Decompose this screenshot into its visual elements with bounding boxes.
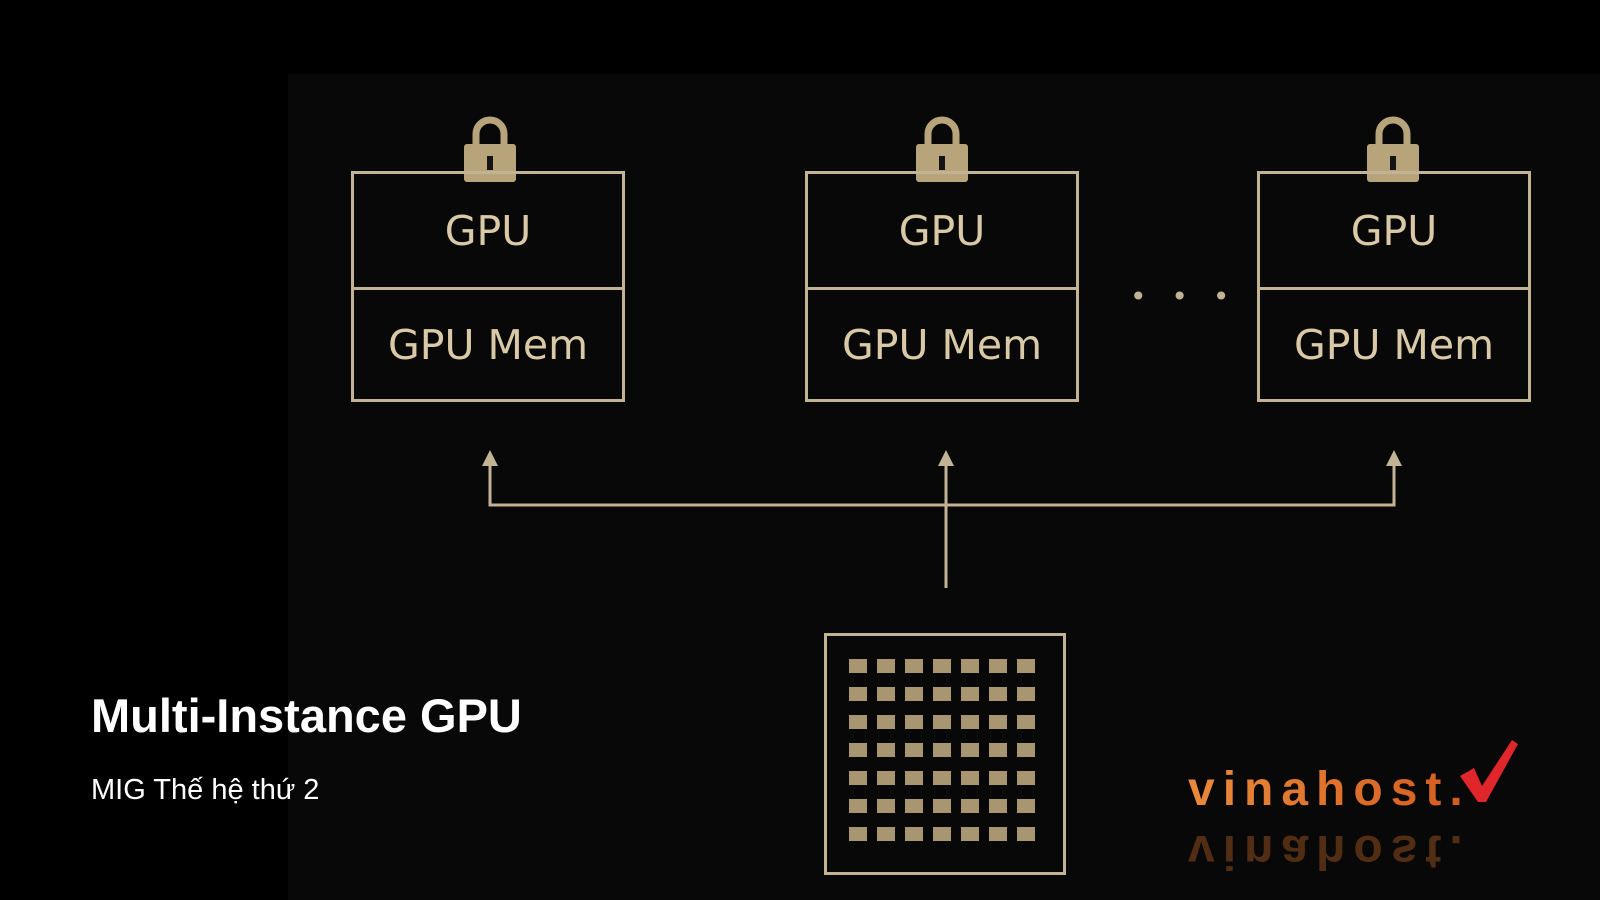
chip-core-cell — [849, 687, 867, 701]
arrow-head-3 — [1386, 450, 1402, 466]
chip-core-cell — [905, 771, 923, 785]
caption-title: Multi-Instance GPU — [91, 689, 522, 742]
chip-core-cell — [961, 687, 979, 701]
chip-core-cell — [933, 743, 951, 757]
gpu-mem-label: GPU Mem — [1293, 320, 1495, 369]
chip-core-cell — [961, 771, 979, 785]
arrow-head-1 — [482, 450, 498, 466]
gpu-mem-label: GPU Mem — [387, 320, 589, 369]
chip-core-cell — [1017, 687, 1035, 701]
diagram-panel — [288, 74, 1600, 900]
chip-core-cell — [1017, 771, 1035, 785]
chip-core-cell — [961, 799, 979, 813]
gpu-label: GPU — [898, 206, 986, 255]
chip-core-cell — [989, 771, 1007, 785]
gpu-instance-2: GPU GPU Mem — [805, 171, 1079, 402]
vinahost-logo: vinahost. vinahost. — [1188, 738, 1518, 888]
chip-core-cell — [961, 743, 979, 757]
chip-core-cell — [849, 799, 867, 813]
gpu-memory-section: GPU Mem — [1260, 290, 1528, 399]
chip-core-cell — [877, 659, 895, 673]
logo-reflection: vinahost. — [1188, 825, 1471, 878]
chip-core-cell — [877, 799, 895, 813]
chip-core-cell — [989, 715, 1007, 729]
chip-core-cell — [989, 687, 1007, 701]
chip-core-cell — [877, 687, 895, 701]
chip-core-cell — [877, 715, 895, 729]
chip-core-cell — [961, 827, 979, 841]
chip-core-cell — [1017, 659, 1035, 673]
logo-wordmark: vinahost. — [1188, 763, 1471, 816]
chip-core-cell — [933, 827, 951, 841]
gpu-label: GPU — [444, 206, 532, 255]
chip-core-cell — [1017, 743, 1035, 757]
chip-core-cell — [1017, 827, 1035, 841]
gpu-compute-section: GPU — [1260, 174, 1528, 290]
gpu-compute-section: GPU — [354, 174, 622, 290]
gpu-instance-3: GPU GPU Mem — [1257, 171, 1531, 402]
chip-core-cell — [849, 659, 867, 673]
chip-core-cell — [933, 715, 951, 729]
chip-core-cell — [989, 799, 1007, 813]
checkmark-icon — [1460, 740, 1518, 802]
chip-core-cell — [961, 715, 979, 729]
chip-core-cell — [849, 771, 867, 785]
chip-core-cell — [877, 771, 895, 785]
chip-core-cell — [905, 659, 923, 673]
gpu-memory-section: GPU Mem — [808, 290, 1076, 399]
gpu-label: GPU — [1350, 206, 1438, 255]
chip-core-cell — [989, 827, 1007, 841]
caption-subtitle: MIG Thế hệ thứ 2 — [91, 774, 320, 806]
gpu-instance-1: GPU GPU Mem — [351, 171, 625, 402]
chip-core-cell — [989, 743, 1007, 757]
chip-core-cell — [933, 659, 951, 673]
chip-core-cell — [905, 827, 923, 841]
distribution-line — [488, 458, 1396, 507]
chip-core-cell — [849, 715, 867, 729]
chip-core-cell — [1017, 799, 1035, 813]
chip-core-cell — [1017, 715, 1035, 729]
gpu-mem-label: GPU Mem — [841, 320, 1043, 369]
chip-core-cell — [989, 659, 1007, 673]
more-instances-ellipsis: • • • — [1130, 280, 1238, 313]
chip-core-cell — [905, 687, 923, 701]
gpu-memory-section: GPU Mem — [354, 290, 622, 399]
chip-core-cell — [849, 743, 867, 757]
chip-core-cell — [933, 771, 951, 785]
chip-core-cell — [849, 827, 867, 841]
chip-core-cell — [877, 743, 895, 757]
chip-core-cell — [961, 659, 979, 673]
chip-core-cell — [905, 743, 923, 757]
chip-core-cell — [905, 799, 923, 813]
arrow-head-2 — [938, 450, 954, 466]
chip-core-cell — [933, 687, 951, 701]
physical-gpu-chip — [824, 633, 1066, 875]
chip-core-cell — [933, 799, 951, 813]
chip-core-cell — [877, 827, 895, 841]
gpu-compute-section: GPU — [808, 174, 1076, 290]
chip-core-cell — [905, 715, 923, 729]
